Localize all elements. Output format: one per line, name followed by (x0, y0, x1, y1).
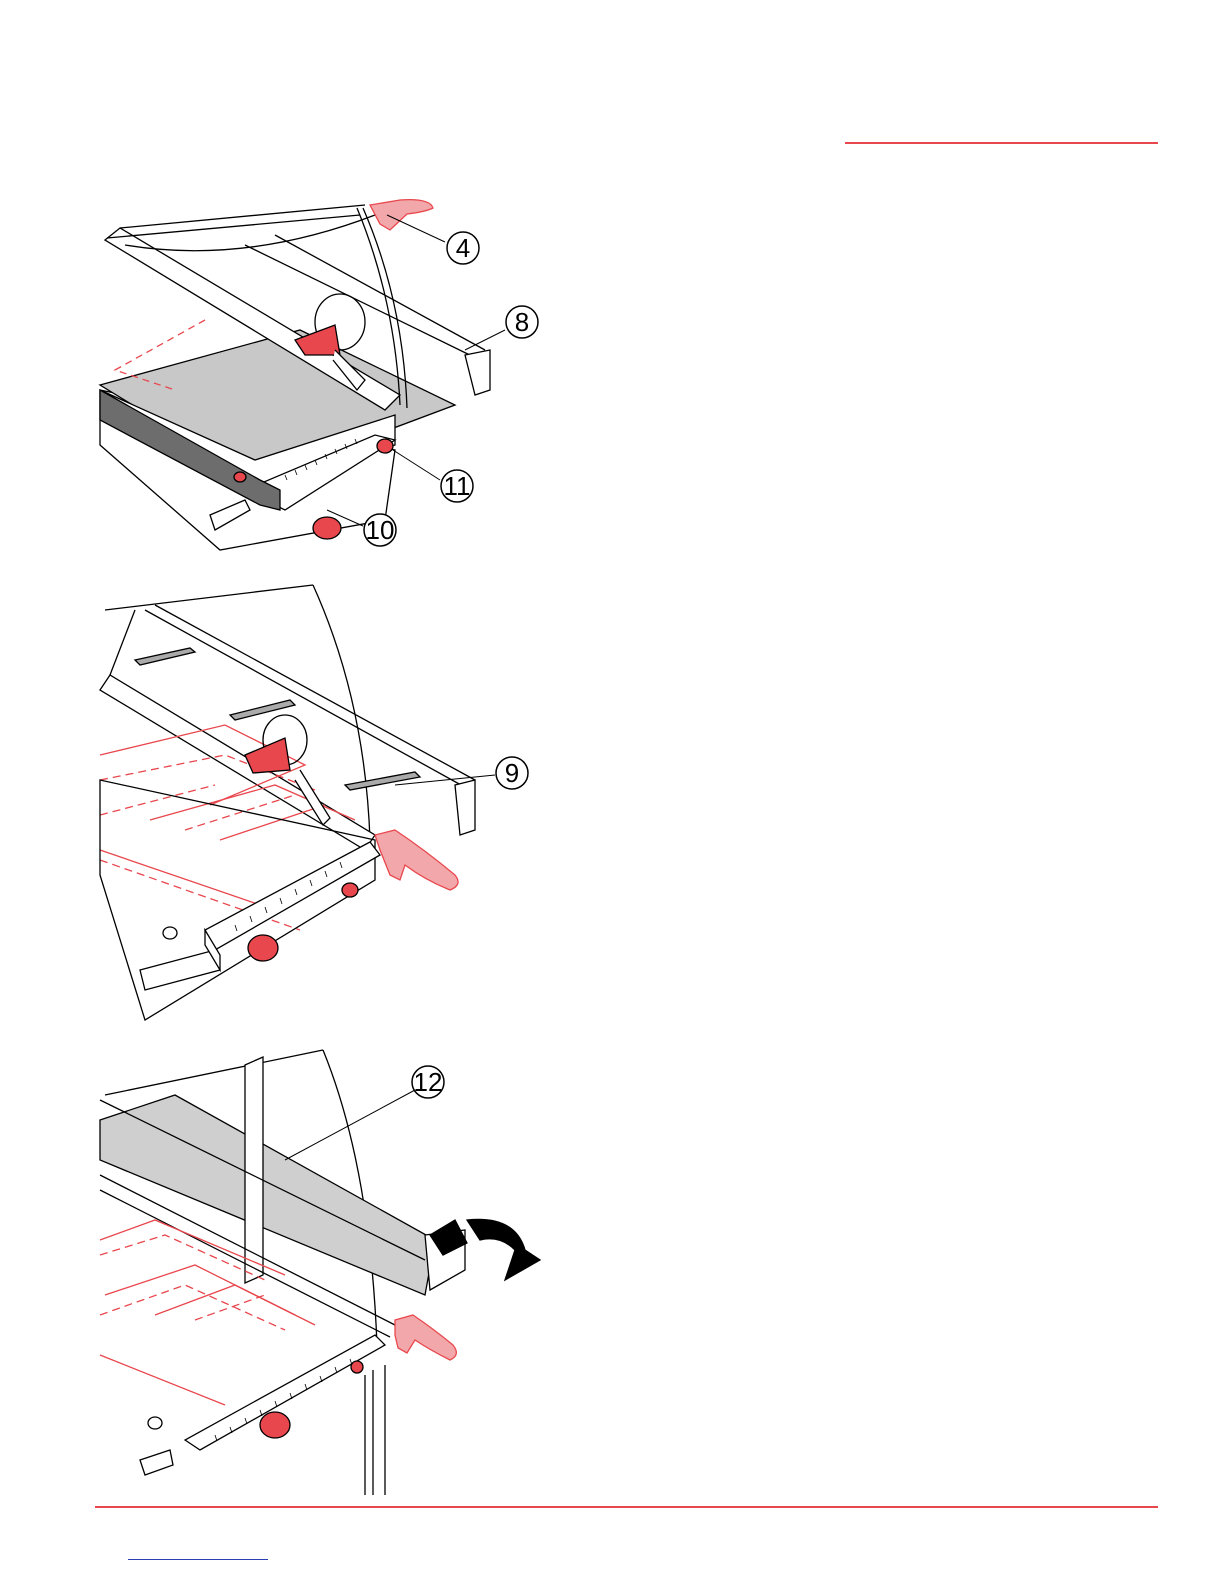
callout-12-label: 12 (414, 1067, 443, 1097)
figure-cutter-bottom-drawing: 12 (95, 1045, 555, 1495)
callout-4: 4 (387, 215, 479, 264)
callout-12: 12 (285, 1066, 444, 1160)
figure-cutter-middle-drawing: 9 (95, 580, 555, 1025)
footer-link-underline[interactable] (128, 1559, 268, 1560)
footer-rule (95, 1506, 1158, 1508)
callout-10-label: 10 (366, 515, 395, 545)
header-rule (845, 142, 1158, 144)
callout-11-label: 11 (444, 471, 471, 501)
callout-8: 8 (465, 306, 538, 350)
figure-cutter-bottom: 12 (95, 1045, 555, 1495)
callout-4-label: 4 (456, 233, 470, 263)
callout-8-label: 8 (515, 307, 529, 337)
callout-11: 11 (393, 450, 473, 502)
figure-cutter-top: 4 8 11 10 (95, 190, 555, 560)
callout-9-label: 9 (505, 758, 519, 788)
figure-cutter-top-drawing: 4 8 11 10 (95, 190, 555, 560)
figure-cutter-middle: 9 (95, 580, 555, 1025)
